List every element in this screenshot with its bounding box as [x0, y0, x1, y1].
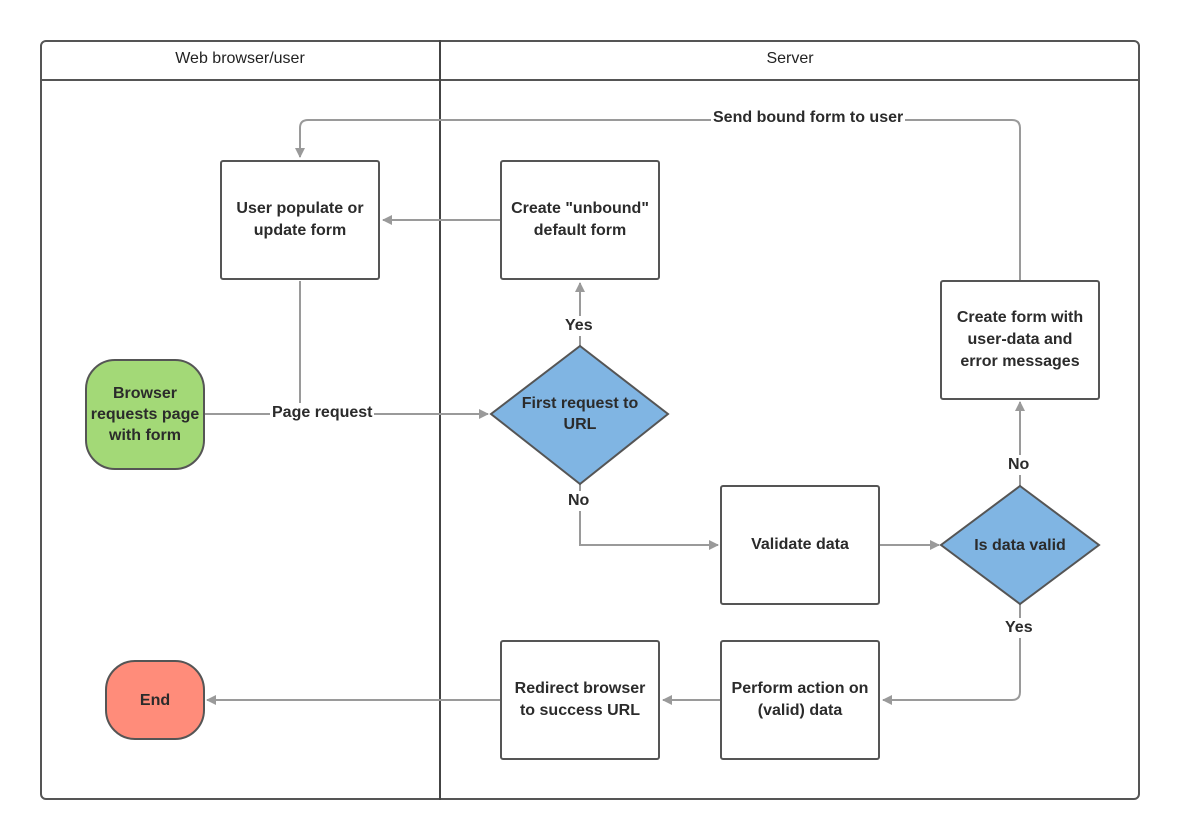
decision-is-data-valid [939, 484, 1101, 606]
lane-title-server: Server [766, 50, 814, 67]
edge-label-page-request: Page request [270, 403, 375, 423]
edge-valid-yes [882, 604, 1021, 705]
swimlane-frame [40, 40, 1140, 800]
edge-label-first-no: No [566, 491, 592, 511]
edge-label-valid-no: No [1006, 455, 1032, 475]
edge-label-first-yes: Yes [563, 316, 595, 336]
edge-first-no [579, 484, 719, 550]
node-perform-action: Perform action on (valid) data [720, 640, 880, 760]
node-create-form-errors: Create form with user-data and error mes… [940, 280, 1100, 400]
node-validate-data: Validate data [720, 485, 880, 605]
node-first-request-label: First request to URL [521, 395, 639, 433]
node-end: End [105, 660, 205, 740]
edge-send-bound [295, 119, 1021, 280]
node-user-populate: User populate or update form [220, 160, 380, 280]
edge-label-send-bound-form: Send bound form to user [711, 108, 906, 128]
node-is-data-valid-label: Is data valid [974, 536, 1066, 554]
lane-header-divider [40, 79, 1140, 81]
lane-title-browser: Web browser/user [175, 50, 305, 67]
node-browser-requests: Browser requests page with form [85, 359, 205, 470]
node-redirect-browser: Redirect browser to success URL [500, 640, 660, 760]
lane-divider [439, 40, 441, 800]
node-create-unbound: Create "unbound" default form [500, 160, 660, 280]
edge-label-valid-yes: Yes [1003, 618, 1035, 638]
decision-first-request [489, 344, 670, 486]
